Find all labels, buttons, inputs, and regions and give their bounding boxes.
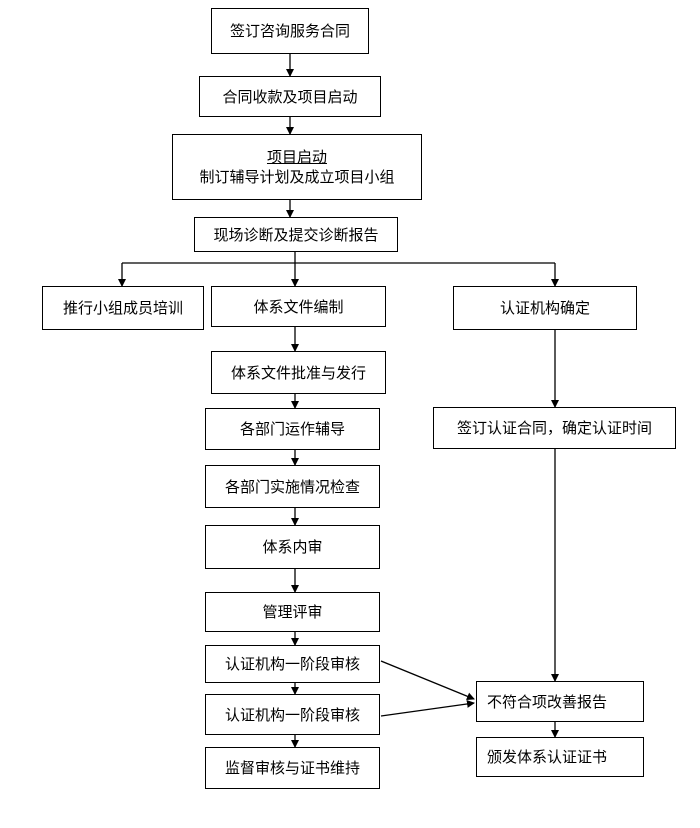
step-internal-audit: 体系内审 [205,525,380,569]
step-label: 签订认证合同，确定认证时间 [456,419,652,437]
step-issue-cert: 颁发体系认证证书 [476,737,644,777]
step-label: 管理评审 [262,603,323,621]
step-sign-cert-contract: 签订认证合同，确定认证时间 [433,407,676,449]
kickoff-title: 项目启动 [266,148,327,166]
step-label: 现场诊断及提交诊断报告 [213,225,379,244]
step-label: 体系内审 [262,538,323,556]
step-cert-body-select: 认证机构确定 [453,286,637,330]
step-diagnosis: 现场诊断及提交诊断报告 [194,217,398,252]
step-mgmt-review: 管理评审 [205,592,380,632]
step-dept-check: 各部门实施情况检查 [205,465,380,508]
step-label: 认证机构确定 [499,299,590,317]
step-label: 体系文件编制 [253,297,344,316]
step-kickoff: 项目启动 制订辅导计划及成立项目小组 [172,134,422,200]
step-team-training: 推行小组成员培训 [42,286,204,330]
step-stage1-audit: 认证机构一阶段审核 [205,645,380,683]
step-label: 各部门运作辅导 [239,420,345,438]
step-label: 签订咨询服务合同 [229,22,350,40]
step-doc-compile: 体系文件编制 [211,286,386,327]
step-label: 体系文件批准与发行 [230,363,366,382]
step-label: 不符合项改善报告 [487,692,608,711]
step-label: 认证机构一阶段审核 [224,655,360,673]
step-dept-coaching: 各部门运作辅导 [205,408,380,450]
step-label: 推行小组成员培训 [62,299,183,317]
step-payment-start: 合同收款及项目启动 [199,76,381,117]
step-label: 认证机构一阶段审核 [224,705,360,724]
arrow-stage2-to-nc [380,700,475,717]
step-surveillance: 监督审核与证书维持 [205,747,380,789]
step-doc-approve: 体系文件批准与发行 [211,351,386,394]
kickoff-desc: 制订辅导计划及成立项目小组 [199,168,395,186]
step-nc-report: 不符合项改善报告 [476,681,644,722]
arrow-stage1-to-nc [380,660,475,701]
step-label: 合同收款及项目启动 [222,87,358,106]
step-label: 监督审核与证书维持 [224,759,360,777]
step-label: 各部门实施情况检查 [224,477,360,496]
step-stage2-audit: 认证机构一阶段审核 [205,694,380,735]
step-sign-contract: 签订咨询服务合同 [211,8,369,54]
step-label: 颁发体系认证证书 [487,748,608,766]
